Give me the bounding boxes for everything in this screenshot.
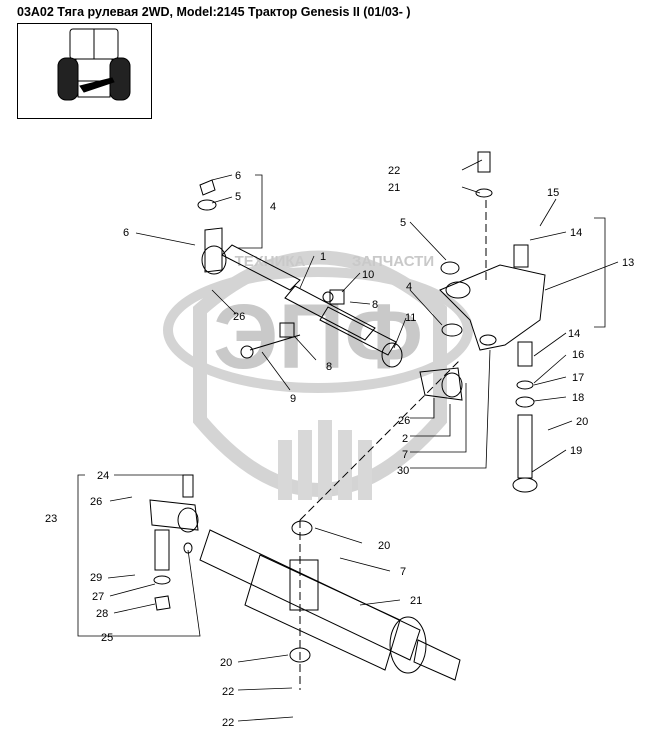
callout-7-label: 7 (400, 566, 406, 578)
callout-2: 2 (402, 433, 408, 445)
callout-4-left: 5 (235, 191, 241, 203)
callout-21-lower: 22 (222, 686, 234, 698)
callout-23: 23 (45, 513, 57, 525)
callouts: 6 5 4 6 1 10 8 26 11 8 9 5 4 22 21 15 14… (45, 165, 634, 729)
watermark-left-text: ТЕХНИКА (235, 253, 306, 270)
tractor-icon (57, 28, 131, 101)
tie-rod-end-left (204, 227, 223, 273)
callout-10: 10 (362, 269, 374, 281)
callout-12: 13 (622, 257, 634, 269)
callout-24: 24 (97, 470, 109, 482)
callout-5-right: 5 (400, 217, 406, 229)
callout-9: 9 (290, 393, 296, 405)
watermark-right-text: ЗАПЧАСТИ (352, 253, 434, 270)
callout-26-top: 26 (233, 311, 245, 323)
callout-29: 29 (90, 572, 102, 584)
callout-28: 28 (96, 608, 108, 620)
callout-16: 18 (572, 392, 584, 404)
callout-13-top: 14 (570, 227, 582, 239)
callout-18: 20 (576, 416, 588, 428)
callout-26-lower: 26 (90, 496, 102, 508)
watermark-logo: ЭПФ (213, 286, 423, 388)
callout-15: 17 (572, 372, 584, 384)
bolt-17 (517, 414, 533, 479)
callout-20-upper: 20 (378, 540, 390, 552)
callout-13-bottom: 14 (568, 328, 580, 340)
callout-6-left: 6 (123, 227, 129, 239)
callout-30: 30 (397, 465, 409, 477)
callout-1: 1 (320, 251, 326, 263)
callout-17: 19 (570, 445, 582, 457)
callout-21-top: 21 (388, 182, 400, 194)
callout-14-top: 15 (547, 187, 559, 199)
callout-6-right: 7 (402, 449, 408, 461)
callout-27: 27 (92, 591, 104, 603)
callout-4-right: 4 (406, 281, 412, 293)
rod-sleeve (221, 244, 301, 291)
tie-rod-end-right (419, 367, 463, 401)
callout-3: 4 (270, 201, 276, 213)
callout-5-left: 6 (235, 170, 241, 182)
callout-22-top: 22 (388, 165, 400, 177)
callout-22-lower: 22 (222, 717, 234, 729)
tractor-thumbnail (17, 23, 152, 119)
watermark: ЭПФ ТЕХНИКА ЗАПЧАСТИ (163, 250, 473, 500)
callout-19: 21 (410, 595, 422, 607)
callout-26-mid: 26 (398, 415, 410, 427)
callout-20-lower-label: 20 (220, 657, 232, 669)
page-title: 03A02 Тяга рулевая 2WD, Model:2145 Тракт… (17, 5, 411, 19)
callout-25: 25 (101, 632, 113, 644)
steering-arm (439, 264, 546, 351)
callout-14-bottom: 16 (572, 349, 584, 361)
callout-8-lower: 8 (326, 361, 332, 373)
tie-rod-end-lower (149, 499, 199, 531)
callout-8-upper: 8 (372, 299, 378, 311)
callout-11: 11 (405, 312, 416, 324)
